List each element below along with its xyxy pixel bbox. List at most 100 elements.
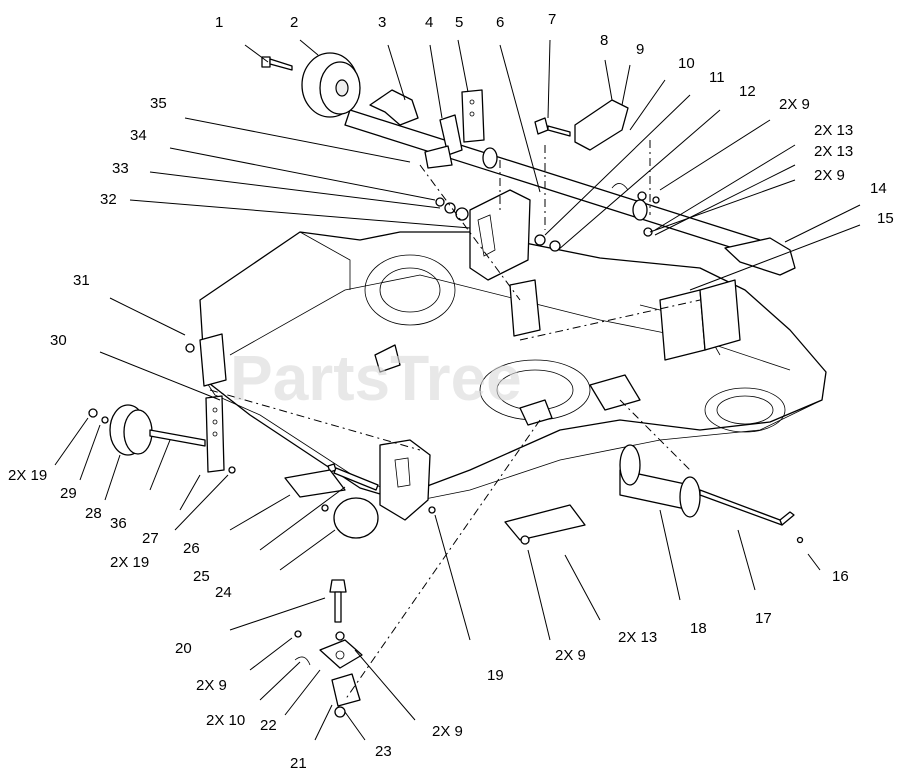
bracket-4 <box>424 114 463 169</box>
callout-c36: 36 <box>110 515 127 532</box>
callout-c33: 33 <box>112 160 129 177</box>
leader-line-c31 <box>109 297 186 336</box>
leader-line-c34 <box>169 147 436 201</box>
leader-line-c29 <box>79 424 101 481</box>
alignment-lines <box>209 140 701 701</box>
callout-c9: 9 <box>636 41 644 58</box>
wheel-2 <box>301 52 361 118</box>
leader-line-c7 <box>547 39 551 119</box>
bracket-22 <box>294 630 363 718</box>
roller-24 <box>321 497 379 539</box>
callout-c2: 2 <box>290 14 298 31</box>
callout-c26: 26 <box>183 540 200 557</box>
callout-c2x9e: 2X 9 <box>555 647 586 664</box>
callout-c29: 29 <box>60 485 77 502</box>
callout-c20: 20 <box>175 640 192 657</box>
leader-line-c2x19a <box>54 417 89 466</box>
callout-c12: 12 <box>739 83 756 100</box>
leader-line-c27 <box>179 474 201 511</box>
bracket-32 <box>469 189 561 337</box>
callout-c6: 6 <box>496 14 504 31</box>
leader-line-c12 <box>557 109 721 251</box>
leader-line-c22 <box>284 669 321 716</box>
leader-line-c15 <box>689 224 861 291</box>
bolt-7 <box>534 117 571 137</box>
leader-line-c2x9e <box>527 549 551 641</box>
bolt-1 <box>261 56 293 71</box>
callout-c11: 11 <box>709 69 725 86</box>
callout-c27: 27 <box>142 530 159 547</box>
callout-c4: 4 <box>425 14 433 31</box>
leader-line-c5 <box>457 39 469 93</box>
callout-c2x9c: 2X 9 <box>196 677 227 694</box>
leader-line-c6 <box>499 44 541 193</box>
roller-18 <box>619 444 701 518</box>
leader-line-c1 <box>244 44 269 63</box>
callout-c35: 35 <box>150 95 167 112</box>
callout-c2x13a: 2X 13 <box>814 122 853 139</box>
leader-line-c14 <box>784 204 861 243</box>
plate-26 <box>284 469 346 498</box>
leader-line-c2 <box>299 39 319 56</box>
callout-c32: 32 <box>100 191 117 208</box>
callout-c7: 7 <box>548 11 556 28</box>
callout-c2x19b: 2X 19 <box>110 554 149 571</box>
callout-c14: 14 <box>870 180 887 197</box>
leader-line-c35 <box>184 117 411 163</box>
leader-line-c24 <box>279 529 336 571</box>
leader-line-c36 <box>149 439 171 491</box>
arm-3 <box>369 89 419 126</box>
leader-line-c2x13b <box>654 164 796 236</box>
bolt-20 <box>329 579 347 641</box>
watermark: PartsTree <box>230 342 522 414</box>
callout-c22: 22 <box>260 717 277 734</box>
leader-line-c23 <box>344 711 366 741</box>
front-bracket <box>379 439 431 521</box>
callout-c2x9a: 2X 9 <box>779 96 810 113</box>
callout-c5: 5 <box>455 14 463 31</box>
callout-c30: 30 <box>50 332 67 349</box>
leader-line-c16 <box>807 553 821 571</box>
leader-line-c17 <box>737 529 756 591</box>
callout-c31: 31 <box>73 272 90 289</box>
callout-c2x19a: 2X 19 <box>8 467 47 484</box>
leader-line-c33 <box>149 171 441 209</box>
leader-line-c2x19b <box>174 474 229 531</box>
callout-c2x9d: 2X 9 <box>432 723 463 740</box>
leader-line-c2x9b <box>649 179 796 233</box>
plate-27 <box>205 395 236 474</box>
callout-c23: 23 <box>375 743 392 760</box>
callout-c19: 19 <box>487 667 504 684</box>
callout-c16: 16 <box>832 568 849 585</box>
washers-33-34 <box>435 197 469 221</box>
rod-17 <box>699 489 804 544</box>
leader-line-c28 <box>104 454 121 501</box>
bracket-15 <box>659 279 741 361</box>
callout-c24: 24 <box>215 584 232 601</box>
leader-line-c2x9c <box>249 637 293 671</box>
leader-line-c8 <box>604 59 613 101</box>
leader-line-c30 <box>99 351 221 401</box>
leader-line-c3 <box>387 44 406 101</box>
leader-line-c32 <box>129 199 471 229</box>
bracket-8 <box>574 99 629 151</box>
leader-line-c19 <box>434 514 471 641</box>
callout-c25: 25 <box>193 568 210 585</box>
leader-line-c11 <box>544 94 691 236</box>
leader-line-c26 <box>229 494 291 531</box>
callout-c10: 10 <box>678 55 695 72</box>
callout-c18: 18 <box>690 620 707 637</box>
callout-c34: 34 <box>130 127 147 144</box>
washer-19 <box>428 506 436 514</box>
callout-c2x10: 2X 10 <box>206 712 245 729</box>
blade-plate <box>504 504 586 545</box>
leader-line-c2x13c <box>564 554 601 621</box>
leader-line-c18 <box>659 509 681 601</box>
leader-line-c10 <box>629 79 666 131</box>
clip-11 <box>611 183 660 204</box>
callout-c2x13b: 2X 13 <box>814 143 853 160</box>
leader-line-c2x13a <box>654 144 796 231</box>
leader-line-c20 <box>229 597 326 631</box>
callout-c8: 8 <box>600 32 608 49</box>
